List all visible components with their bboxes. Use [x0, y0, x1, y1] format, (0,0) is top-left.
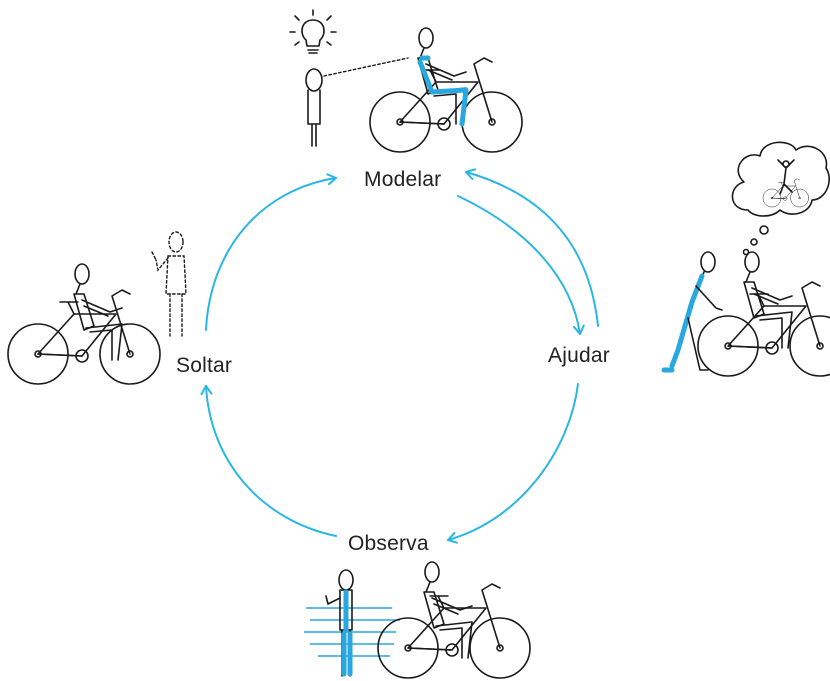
stage-label-ajudar: Ajudar	[548, 344, 610, 367]
student-rider-icon	[743, 251, 793, 349]
stage-label-soltar: Soltar	[176, 354, 233, 377]
arrow-modelar-to-ajudar	[457, 195, 585, 335]
arrow-ajudar-to-modelar	[465, 168, 599, 327]
observer-rider-icon	[423, 561, 473, 659]
arrow-soltar-to-modelar	[205, 173, 337, 331]
observer-bicycle-icon	[377, 583, 531, 679]
helper-person-icon	[661, 251, 723, 373]
solo-rider-icon	[73, 263, 123, 361]
observa-illustration	[304, 561, 531, 679]
soltar-illustration	[7, 231, 187, 385]
teacher-rider-icon	[417, 27, 469, 127]
arrow-observa-to-soltar	[200, 385, 337, 537]
solo-bicycle-icon	[7, 289, 161, 385]
observer-person-icon	[305, 68, 323, 147]
waving-parent-dotted-icon	[151, 231, 187, 337]
arrow-ajudar-to-observa	[447, 383, 579, 544]
thumbs-up-person-icon	[325, 569, 354, 677]
modelar-illustration	[289, 9, 523, 153]
thought-bubble-icon	[731, 141, 830, 256]
ajudar-illustration	[661, 141, 830, 377]
lightbulb-icon	[289, 9, 337, 54]
cycle-arrows	[200, 168, 599, 544]
student-bicycle-icon	[697, 281, 830, 377]
stage-label-modelar: Modelar	[364, 168, 442, 191]
stage-label-observa: Observa	[348, 532, 429, 555]
